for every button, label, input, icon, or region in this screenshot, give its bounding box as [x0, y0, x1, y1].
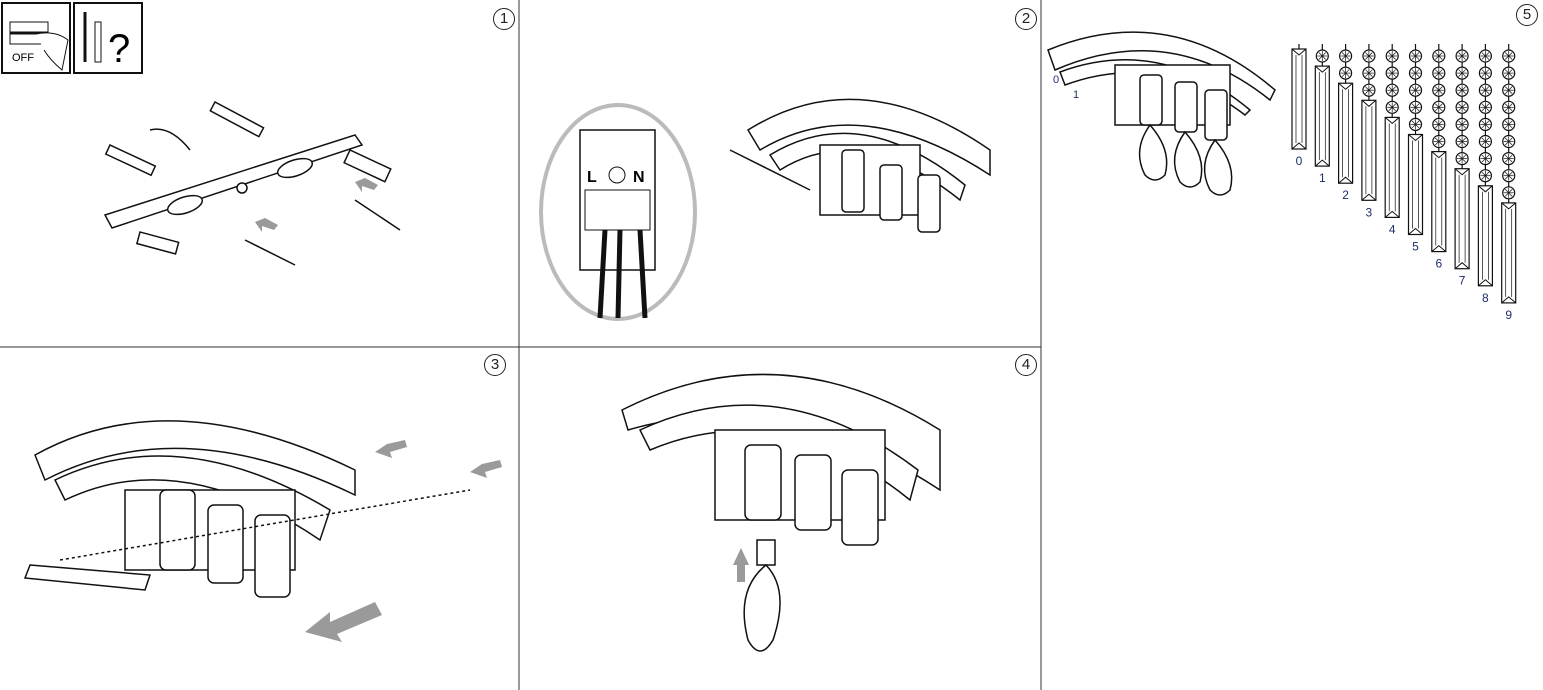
- lamp-label-1: 1: [1073, 89, 1079, 101]
- crystal-prism: [1501, 202, 1517, 304]
- svg-text:N: N: [633, 169, 645, 186]
- crystal-prism: [1454, 168, 1470, 270]
- arrow-icon: [255, 178, 378, 232]
- pendant-label: 9: [1505, 308, 1512, 322]
- pendant-5: 5: [1407, 44, 1424, 254]
- pendant-label: 6: [1435, 257, 1442, 271]
- crystal-prism: [1337, 82, 1354, 184]
- pendant-label: 2: [1342, 188, 1349, 202]
- pendant-label: 7: [1459, 274, 1466, 288]
- pendant-2: 2: [1337, 44, 1354, 202]
- step-number-4: 4: [1015, 354, 1037, 376]
- step-number-5: 5: [1516, 4, 1538, 26]
- svg-text:L: L: [587, 169, 597, 186]
- pendant-4: 4: [1384, 44, 1400, 236]
- lamp-label-0: 0: [1053, 74, 1059, 86]
- crystal-prism: [1361, 99, 1377, 201]
- arrow-icon: [305, 440, 502, 642]
- pendant-label: 4: [1389, 222, 1396, 236]
- screw-and-dowel-icon: ?: [73, 2, 143, 74]
- crystal-prism: [1291, 48, 1307, 150]
- pendant-8: 8: [1477, 44, 1494, 305]
- pendant-1: 1: [1314, 44, 1330, 185]
- pendant-0: 0: [1291, 44, 1307, 168]
- pendant-label: 8: [1482, 291, 1489, 305]
- pendant-9: 9: [1501, 44, 1517, 322]
- svg-text:OFF: OFF: [12, 52, 34, 64]
- svg-text:?: ?: [108, 27, 130, 71]
- fixing-lamp-illustration: [23, 420, 471, 598]
- pendant-label: 0: [1296, 154, 1303, 168]
- bulb-installation-illustration: [621, 373, 941, 652]
- crystal-prism: [1407, 133, 1424, 236]
- ceiling-lamp-illustration: [729, 98, 991, 233]
- step-number-3: 3: [484, 354, 506, 376]
- arrow-up-icon: [733, 548, 749, 582]
- pendant-label: 3: [1366, 205, 1373, 219]
- pendant-chains: 0 1 2 3 4 5 6 7 8 9: [1291, 44, 1517, 322]
- pendant-label: 1: [1319, 171, 1326, 185]
- lamp-with-pendants-illustration: [1047, 31, 1276, 196]
- pendant-3: 3: [1361, 44, 1377, 219]
- pendant-label: 5: [1412, 240, 1419, 254]
- crystal-prism: [1431, 151, 1447, 253]
- mounting-bracket-illustration: [103, 100, 401, 266]
- wiring-detail: L N: [539, 103, 697, 321]
- crystal-prism: [1477, 185, 1494, 287]
- step-number-1: 1: [493, 8, 515, 30]
- pendant-7: 7: [1454, 44, 1470, 288]
- pendant-6: 6: [1431, 44, 1447, 271]
- crystal-prism: [1314, 65, 1330, 167]
- step-number-2: 2: [1015, 8, 1037, 30]
- crystal-prism: [1384, 116, 1400, 219]
- power-off-icon: OFF: [1, 2, 71, 74]
